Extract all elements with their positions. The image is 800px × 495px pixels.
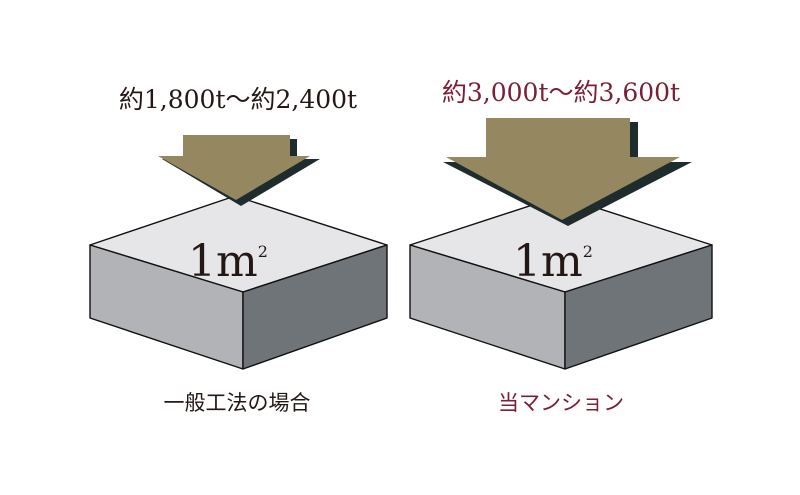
area-label-general: 1m2	[188, 236, 268, 287]
caption-this-mansion: 当マンション	[498, 391, 624, 415]
block-right-face	[564, 244, 713, 370]
panel-general: 約1,800t〜約2,400t 1m2 一般工法の場合	[89, 85, 388, 415]
load-text-this-mansion: 約3,000t〜約3,600t	[442, 78, 680, 107]
load-text-general: 約1,800t〜約2,400t	[119, 85, 357, 114]
arrow-body	[158, 135, 310, 200]
area-superscript: 2	[583, 242, 593, 261]
area-superscript: 2	[258, 242, 268, 261]
caption-general: 一般工法の場合	[164, 391, 311, 415]
block-right-face	[242, 244, 388, 370]
block-this-mansion	[409, 195, 713, 370]
area-label-this-mansion: 1m2	[513, 236, 593, 287]
area-number: 1	[188, 236, 216, 287]
area-number: 1	[513, 236, 541, 287]
area-unit: m	[541, 236, 583, 287]
block-general	[89, 195, 388, 370]
arrow-general	[158, 135, 320, 206]
area-unit: m	[216, 236, 258, 287]
arrow-this-mansion	[443, 118, 692, 226]
panel-this-mansion: 約3,000t〜約3,600t 1m2 当マンション	[409, 78, 713, 415]
arrow-body	[446, 118, 680, 220]
